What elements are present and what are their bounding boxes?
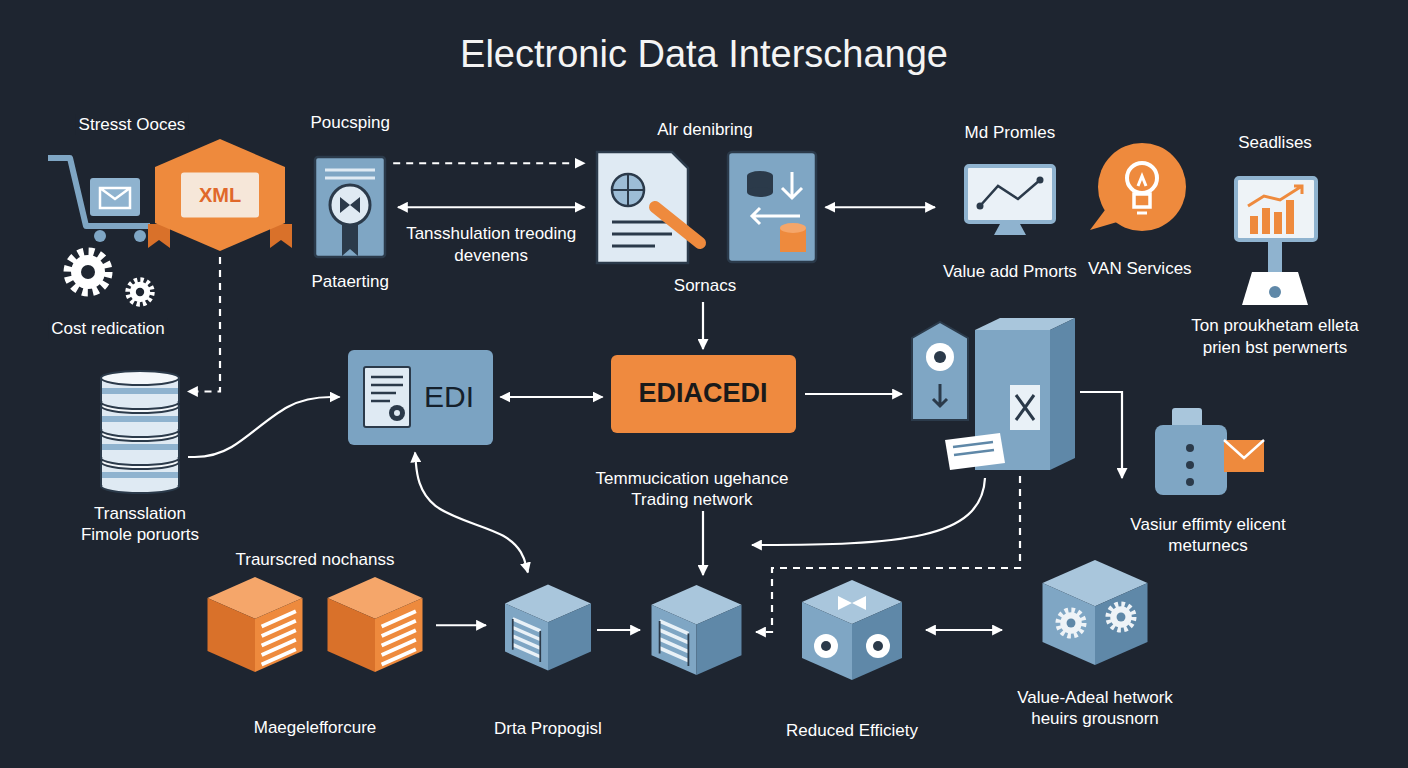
text-label: Temmucication ugehance Trading network [564, 468, 820, 511]
connector-arrow [393, 162, 584, 164]
node-caption: Seadlises [1238, 132, 1312, 153]
node-caption: Sornacs [674, 275, 736, 296]
server-icon [912, 318, 1075, 470]
cube-node: Drta Propogisl [494, 581, 602, 739]
node-label: XML [199, 183, 241, 208]
node-caption: Md Promles [965, 122, 1056, 143]
node-caption: Poucsping [311, 112, 390, 133]
mail-device-icon [1155, 408, 1264, 495]
node-caption: Transslation Fimole poruorts [70, 503, 210, 546]
diagram-title: Electronic Data Interschange [0, 32, 1408, 78]
node-label: EDIACEDI [638, 377, 767, 411]
node-caption: Traurscred nochanss [235, 549, 394, 570]
monitor-node: Md PromlesValue add Pmorts [943, 122, 1077, 283]
xml-hexagon: XML [155, 139, 285, 251]
connector-arrow [188, 397, 340, 457]
connector-arrow [926, 629, 1002, 631]
text-label: Cost redication [48, 318, 167, 339]
connector-arrow [702, 302, 704, 349]
cube-node: Value-Adeal hetwork heuirs grousnorn [1010, 560, 1180, 730]
database-node: Transslation Fimole poruorts [70, 370, 210, 546]
process-box: EDIACEDI [611, 355, 796, 433]
document-icons [597, 152, 816, 263]
connector-arrow [398, 206, 585, 208]
cart-icon [48, 158, 150, 242]
chart-monitor-icon [1236, 178, 1316, 305]
node-caption: VAN Services [1088, 258, 1192, 279]
monitor-icon [966, 166, 1054, 235]
cube-icons [208, 560, 1148, 680]
node-caption: Value add Pmorts [943, 261, 1077, 282]
gear-icons [68, 252, 152, 304]
database-icon [101, 371, 179, 493]
node-caption: Ton proukhetam elleta prien bst perwnert… [1180, 315, 1370, 358]
connector-arrow [436, 624, 486, 626]
connector-arrow [188, 257, 220, 392]
node-caption: Reduced Efficiety [786, 720, 918, 741]
edge-label: Tansshulation treoding devenens [398, 223, 584, 266]
node-label: EDI [424, 378, 474, 416]
node-caption: Maegelefforcure [254, 717, 377, 738]
node-caption: Drta Propogisl [494, 718, 602, 739]
node-caption: Value-Adeal hetwork heuirs grousnorn [1010, 687, 1180, 730]
document-node: Alr denibringSornacs [593, 119, 818, 297]
process-box: EDI [348, 350, 493, 445]
node-caption: Vasiur effimty elicent meturnecs [1128, 514, 1288, 557]
document-symbol [362, 365, 412, 429]
connector-arrow [826, 206, 936, 208]
certificate-node: PoucspingPataerting [311, 112, 390, 293]
connector-arrow [415, 453, 528, 573]
text-label: Stresst Ooces [76, 114, 189, 135]
chart-monitor-node: SeadlisesTon proukhetam elleta prien bst… [1180, 132, 1370, 358]
cube-node: Traurscred nochanssMaegelefforcure [202, 549, 428, 739]
cube-node: Reduced Efficiety [786, 580, 918, 741]
node-caption: Pataerting [311, 271, 389, 292]
connector-arrow [501, 396, 603, 398]
node-caption: Alr denibring [657, 119, 752, 140]
bulb-node: VAN Services [1088, 142, 1192, 279]
lightbulb-icon [1090, 143, 1186, 231]
mail-node: Vasiur effimty elicent meturnecs [1128, 408, 1288, 557]
certificate-icon [315, 157, 385, 257]
